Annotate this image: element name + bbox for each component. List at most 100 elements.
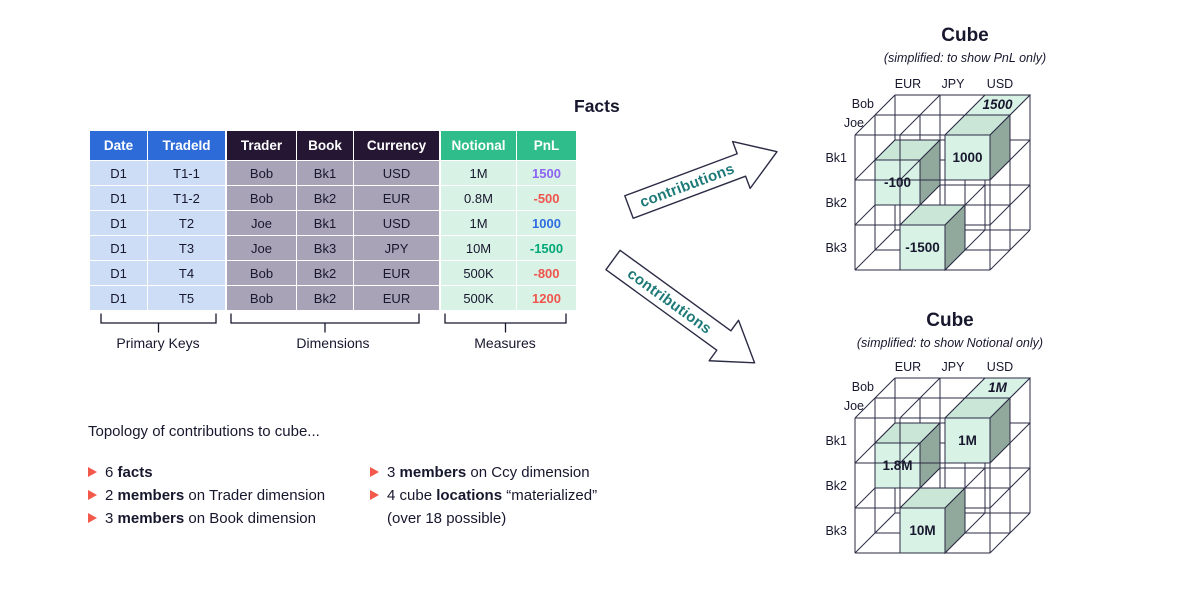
topology-item-text: 3 members on Ccy dimension: [387, 464, 590, 481]
cube-cell-value: 1M: [958, 433, 977, 448]
contributions-label-top: contributions: [638, 160, 737, 211]
cell-notional: 500K: [441, 285, 517, 310]
cell-trader: Bob: [227, 285, 297, 310]
topology-item: 3 members on Book dimension: [88, 509, 350, 529]
bullet-arrow-icon: [88, 467, 97, 477]
cell-pnl: 1200: [517, 285, 576, 310]
cube-cell-value: 1000: [952, 150, 982, 165]
cube-cell-face: [944, 203, 966, 272]
arrow-shape: [624, 140, 778, 219]
cube-cell-value: 1.8M: [882, 458, 912, 473]
arrow-shape: [605, 249, 756, 364]
cube2-title: Cube: [926, 310, 974, 331]
cube-cell-value: 1M: [988, 380, 1008, 395]
cube-cell-face: [944, 134, 991, 181]
cell-book: Bk1: [297, 210, 354, 235]
axis-book-bk2: Bk2: [825, 196, 847, 210]
cell-currency: USD: [354, 160, 439, 185]
brace-dimensions: [230, 313, 420, 333]
cube-cells-back: [873, 377, 1032, 490]
cube-cell-value: -100: [884, 175, 911, 190]
cell-notional: 0.8M: [441, 185, 517, 210]
cube-cell-face: [919, 138, 941, 207]
cell-trader: Joe: [227, 210, 297, 235]
cube-cell-value: -1500: [905, 240, 940, 255]
cell-currency: JPY: [354, 235, 439, 260]
cell-date: D1: [90, 235, 148, 260]
facts-title: Facts: [574, 96, 620, 116]
topology-item-text: 4 cube locations “materialized”: [387, 487, 598, 504]
cube-cells-back: [873, 94, 1032, 207]
cube1-title: Cube: [941, 25, 989, 46]
cell-book: Bk2: [297, 185, 354, 210]
table-row: 500K-800: [441, 260, 576, 285]
cell-date: D1: [90, 160, 148, 185]
header-book: Book: [297, 131, 354, 160]
topology-item: 3 members on Ccy dimension: [370, 463, 630, 483]
topology-item-text: 2 members on Trader dimension: [105, 487, 326, 504]
axis-book-bk2: Bk2: [825, 479, 847, 493]
label-primary-keys: Primary Keys: [116, 335, 199, 351]
label-measures: Measures: [474, 335, 535, 351]
cell-currency: USD: [354, 210, 439, 235]
cell-book: Bk2: [297, 260, 354, 285]
cell-trade_id: T5: [148, 285, 225, 310]
table-header-row: Trader Book Currency: [227, 131, 439, 160]
axis-currency-jpy: JPY: [942, 77, 966, 91]
cell-pnl: 1500: [517, 160, 576, 185]
header-trade-id: TradeId: [148, 131, 225, 160]
topology-section: Topology of contributions to cube... 6 f…: [88, 423, 668, 532]
cell-notional: 10M: [441, 235, 517, 260]
bullet-arrow-icon: [88, 513, 97, 523]
header-pnl: PnL: [517, 131, 576, 160]
cell-trade_id: T1-1: [148, 160, 225, 185]
header-notional: Notional: [441, 131, 517, 160]
cell-trader: Bob: [227, 160, 297, 185]
brace-primary-keys: [100, 313, 217, 333]
cube-lattice-back: [874, 94, 1031, 251]
cell-pnl: -1500: [517, 235, 576, 260]
cell-date: D1: [90, 260, 148, 285]
topology-note-text: (over 18 possible): [387, 510, 507, 527]
topology-item: 6 facts: [88, 463, 350, 483]
cube-cell-face: [899, 507, 946, 554]
topology-item-text: 3 members on Book dimension: [105, 510, 316, 527]
cube1-subtitle: (simplified: to show PnL only): [884, 51, 1046, 65]
bullet-arrow-icon: [370, 467, 379, 477]
topology-item: 2 members on Trader dimension: [88, 486, 350, 506]
topology-heading: Topology of contributions to cube...: [88, 423, 320, 440]
cube-cell-face: [899, 224, 946, 271]
axis-trader-bob: Bob: [852, 380, 874, 394]
table-header-row: Notional PnL: [441, 131, 576, 160]
cube-cells-front: [898, 396, 1012, 555]
cube-cell-face: [963, 377, 1032, 399]
topology-col1: 6 facts 2 members on Trader dimension 3 …: [88, 463, 350, 532]
cube-cell-face: [989, 396, 1011, 465]
bullet-arrow-icon: [370, 490, 379, 500]
header-trader: Trader: [227, 131, 297, 160]
cube-cell-face: [963, 94, 1032, 116]
cube-cell-face: [944, 417, 991, 464]
axis-book-bk3: Bk3: [825, 524, 847, 538]
cell-notional: 500K: [441, 260, 517, 285]
axis-currency-jpy: JPY: [942, 360, 966, 374]
axis-currency-eur: EUR: [895, 77, 921, 91]
table-group-braces: Primary Keys Dimensions Measures: [100, 313, 567, 351]
cell-trader: Joe: [227, 235, 297, 260]
axis-book-bk1: Bk1: [825, 434, 847, 448]
